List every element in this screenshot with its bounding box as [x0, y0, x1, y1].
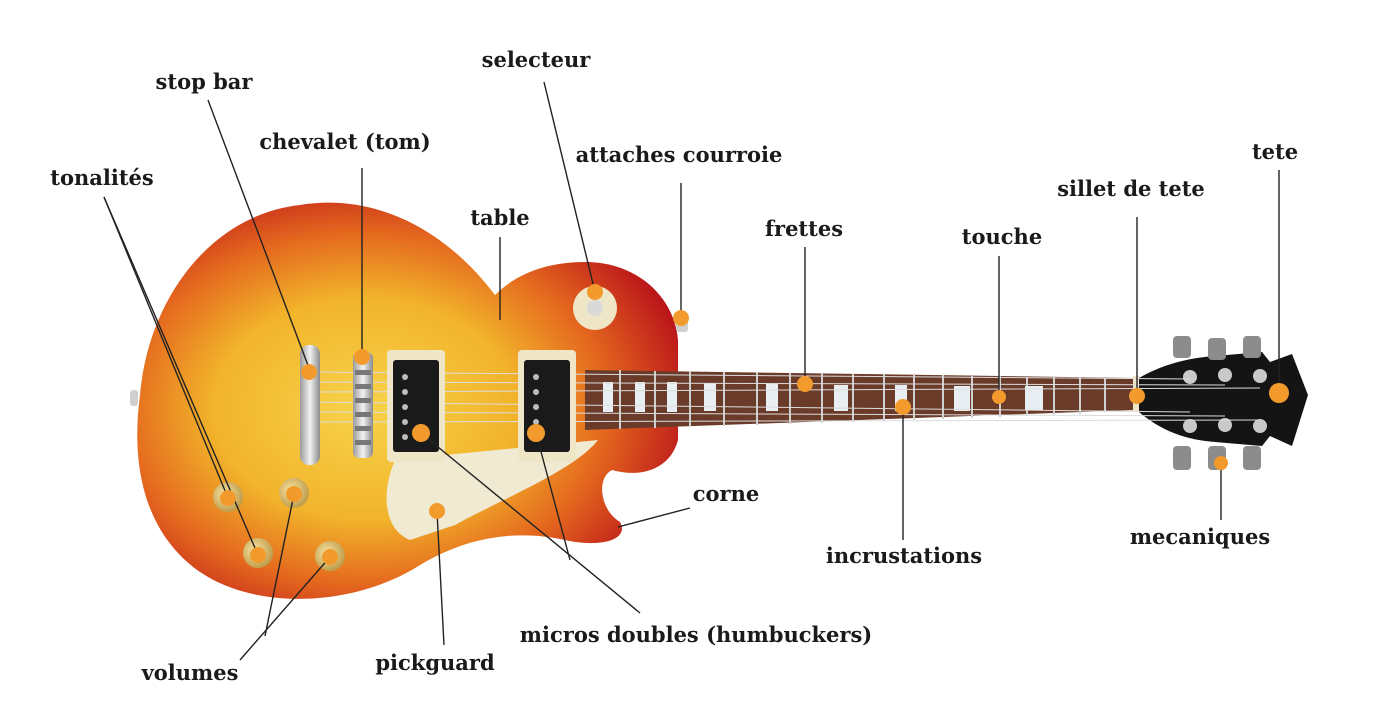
marker-frettes [797, 376, 813, 392]
marker-volume-2 [322, 549, 338, 565]
marker-attaches [673, 310, 689, 326]
marker-touche [992, 390, 1006, 404]
label-volumes: volumes [141, 660, 239, 685]
markers [220, 284, 1289, 565]
marker-volume-1 [286, 486, 302, 502]
label-mecaniques: mecaniques [1130, 524, 1270, 549]
label-attaches: attaches courroie [576, 142, 783, 167]
label-chevalet: chevalet (tom) [259, 129, 430, 154]
label-corne: corne [693, 481, 760, 506]
label-incrustations: incrustations [826, 543, 982, 568]
marker-tete [1269, 383, 1289, 403]
marker-tonalite-2 [250, 547, 266, 563]
marker-mecaniques [1214, 456, 1228, 470]
tuner-posts [1183, 368, 1267, 433]
marker-chevalet [354, 349, 370, 365]
bridge-saddles [355, 370, 371, 445]
marker-pickguard [429, 503, 445, 519]
selector-tip [587, 300, 603, 316]
marker-sillet [1129, 388, 1145, 404]
label-pickguard: pickguard [375, 650, 495, 675]
marker-stop-bar [301, 364, 317, 380]
strings [309, 371, 1261, 423]
labels: stop bar selecteur chevalet (tom) attach… [50, 47, 1298, 685]
tom-bridge [353, 352, 373, 458]
label-selecteur: selecteur [482, 47, 592, 72]
label-tete: tete [1252, 139, 1298, 164]
label-micros: micros doubles (humbuckers) [520, 622, 872, 647]
marker-neck-pickup [527, 424, 545, 442]
marker-incrustations [895, 399, 911, 415]
tuner-buttons [1173, 336, 1261, 470]
label-touche: touche [962, 224, 1042, 249]
label-sillet: sillet de tete [1057, 176, 1205, 201]
marker-selecteur [587, 284, 603, 300]
marker-bridge-pickup [412, 424, 430, 442]
stop-bar-tailpiece [300, 345, 320, 465]
strap-pin-end [130, 390, 138, 406]
label-tonalites: tonalités [50, 165, 153, 190]
label-stop-bar: stop bar [156, 69, 254, 94]
marker-tonalite-1 [220, 490, 236, 506]
label-frettes: frettes [765, 216, 843, 241]
label-table: table [470, 205, 529, 230]
